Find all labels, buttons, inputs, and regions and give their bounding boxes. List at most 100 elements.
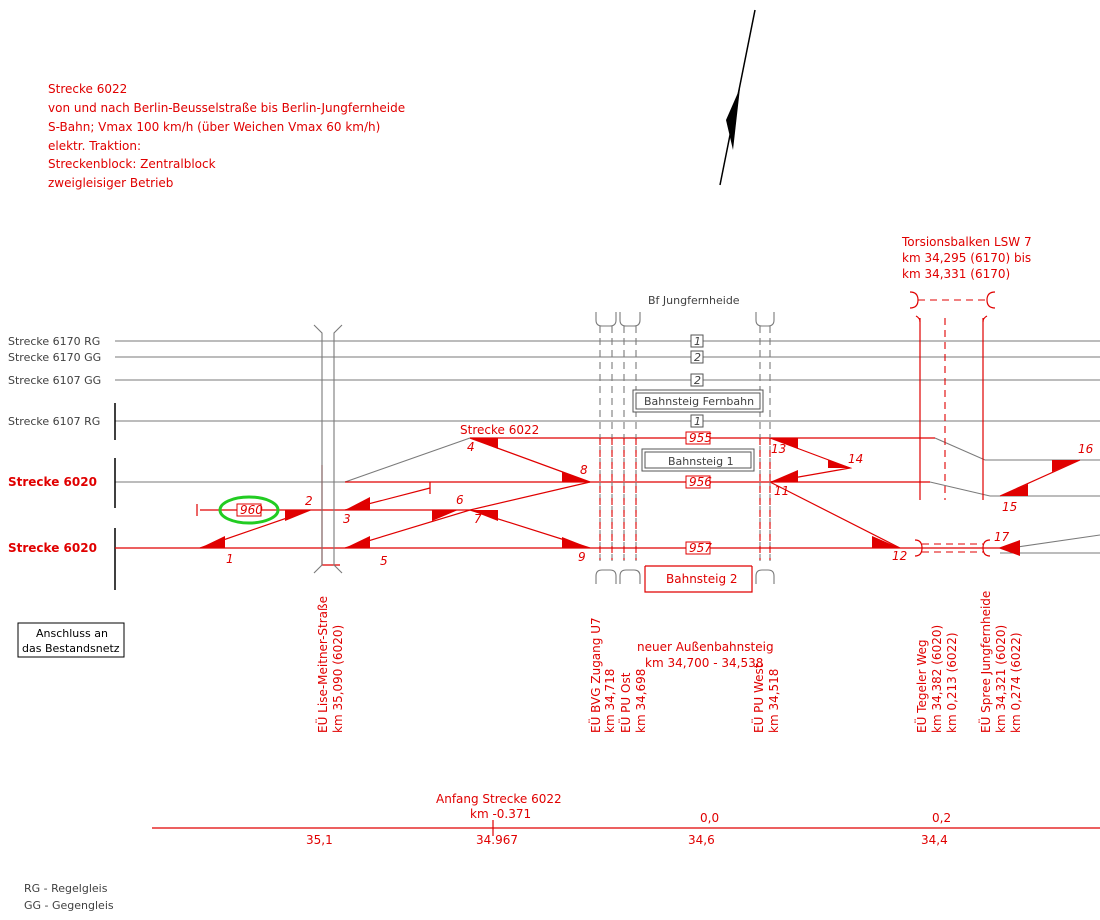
header-line-1: Strecke 6022 xyxy=(48,82,127,96)
track-label-6022: Strecke 6022 xyxy=(460,423,539,437)
switch-marker-1 xyxy=(200,536,225,548)
legend-rg: RG - Regelgleis xyxy=(24,882,108,895)
track-number-1: 1 xyxy=(694,335,701,348)
km-scale: Anfang Strecke 6022 km -0.371 0,0 0,2 35… xyxy=(152,792,1100,847)
switch-marker-17 xyxy=(998,540,1020,556)
switch-marker-7 xyxy=(470,510,498,521)
switch-numbers: 1 2 3 4 5 6 7 8 9 11 12 13 14 15 16 17 xyxy=(226,440,1094,568)
switch-number-6: 6 xyxy=(456,493,464,507)
north-arrow-icon xyxy=(719,9,756,186)
switch-number-11: 11 xyxy=(774,484,789,498)
switch-marker-5 xyxy=(345,536,370,548)
km-bottom-3: 34,4 xyxy=(921,833,948,847)
anfang-line-1: Anfang Strecke 6022 xyxy=(436,792,562,806)
switch-marker-3 xyxy=(345,497,370,510)
platform-fernbahn-label: Bahnsteig Fernbahn xyxy=(644,395,754,408)
torsion-line-2: km 34,295 (6170) bis xyxy=(902,251,1031,265)
km-top-0: 0,0 xyxy=(700,811,719,825)
bridge-puwest-name: EÜ PU West xyxy=(750,663,766,733)
switch-number-15: 15 xyxy=(1002,500,1017,514)
switch-number-7: 7 xyxy=(474,512,482,526)
switch-marker-15 xyxy=(1000,484,1028,496)
station-name: Bf Jungfernheide xyxy=(648,294,740,307)
switch-marker-13 xyxy=(770,438,798,449)
switch-marker-6 xyxy=(432,510,458,521)
bridge-labels: EÜ Lise-Meitner-Straße km 35,090 (6020) … xyxy=(314,591,1023,733)
bridge-puwest-km: km 34,518 xyxy=(767,669,781,733)
switch-number-14: 14 xyxy=(848,452,863,466)
bridge-lines xyxy=(313,291,996,584)
switch-marker-14 xyxy=(828,460,852,468)
anschluss-line-1: Anschluss an xyxy=(36,627,108,640)
bridge-lise-name: EÜ Lise-Meitner-Straße xyxy=(314,596,330,733)
km-bottom-2: 34,6 xyxy=(688,833,715,847)
header-line-5: Streckenblock: Zentralblock xyxy=(48,157,216,171)
switch-number-2: 2 xyxy=(305,494,313,508)
platform-fernbahn-inner xyxy=(635,392,761,410)
anschluss-box: Anschluss an das Bestandsnetz xyxy=(17,622,125,658)
aussenbahnsteig-line-1: neuer Außenbahnsteig xyxy=(637,640,774,654)
bridge-spree-km1: km 34,321 (6020) xyxy=(994,625,1008,733)
bridge-lise-km: km 35,090 (6020) xyxy=(331,625,345,733)
switch-number-1: 1 xyxy=(226,552,234,566)
track-label-6020-lower: Strecke 6020 xyxy=(8,541,97,555)
track-label-6107rg: Strecke 6107 RG xyxy=(8,415,100,428)
switch-marker-4 xyxy=(470,438,498,449)
switch-marker-12 xyxy=(872,536,900,548)
km-bottom-0: 35,1 xyxy=(306,833,333,847)
bridge-tegeler-name: EÜ Tegeler Weg xyxy=(913,640,929,733)
bridge-bvg-name: EÜ BVG Zugang U7 xyxy=(587,617,603,733)
red-tracks xyxy=(115,437,1081,566)
switch-number-8: 8 xyxy=(580,463,588,477)
torsion-line-1: Torsionsbalken LSW 7 xyxy=(901,235,1032,249)
header-line-4: elektr. Traktion: xyxy=(48,139,141,153)
switch-marker-8 xyxy=(562,472,590,482)
switch-number-17: 17 xyxy=(994,530,1010,544)
switch-marker-16 xyxy=(1052,460,1080,472)
km-top-1: 0,2 xyxy=(932,811,951,825)
platform-1-inner xyxy=(644,451,752,469)
switch-number-4: 4 xyxy=(467,440,475,454)
bridge-tegeler-km2: km 0,213 (6022) xyxy=(945,632,959,733)
switch-number-3: 3 xyxy=(343,512,351,526)
switch-number-5: 5 xyxy=(380,554,388,568)
platform-2-label: Bahnsteig 2 xyxy=(666,572,738,586)
bridge-spree-km2: km 0,274 (6022) xyxy=(1009,632,1023,733)
track-number-957: 957 xyxy=(689,541,712,555)
gray-tracks xyxy=(114,340,1100,590)
track-number-2b: 2 xyxy=(694,374,701,387)
header-line-3: S-Bahn; Vmax 100 km/h (über Weichen Vmax… xyxy=(48,120,380,134)
track-label-6107gg: Strecke 6107 GG xyxy=(8,374,101,387)
aussenbahnsteig-line-2: km 34,700 - 34,538 xyxy=(645,656,763,670)
header-block: Strecke 6022 von und nach Berlin-Beussel… xyxy=(48,82,405,190)
track-label-6170gg: Strecke 6170 GG xyxy=(8,351,101,364)
switch-number-13: 13 xyxy=(771,442,786,456)
switch-marker-11 xyxy=(770,470,798,482)
highlight-ellipse xyxy=(218,495,280,525)
bridge-puost-name: EÜ PU Ost xyxy=(617,672,633,733)
bridge-tegeler-km1: km 34,382 (6020) xyxy=(930,625,944,733)
switch-number-9: 9 xyxy=(578,550,586,564)
bridge-puost-km: km 34,698 xyxy=(634,669,648,733)
switch-marker-9 xyxy=(562,537,590,548)
torsion-line-3: km 34,331 (6170) xyxy=(902,267,1010,281)
track-number-960: 960 xyxy=(240,503,263,517)
header-line-6: zweigleisiger Betrieb xyxy=(48,176,173,190)
track-number-boxes: 1 2 2 1 955 956 957 960 xyxy=(218,334,712,555)
track-number-955: 955 xyxy=(689,431,712,445)
km-bottom-1: 34.967 xyxy=(476,833,518,847)
platforms: Bahnsteig Fernbahn Bahnsteig 1 Bahnsteig… xyxy=(632,389,764,593)
switch-markers xyxy=(200,438,1080,556)
platform-1-label: Bahnsteig 1 xyxy=(668,455,734,468)
track-label-6020-upper: Strecke 6020 xyxy=(8,475,97,489)
track-number-1b: 1 xyxy=(694,415,701,428)
bridge-bvg-km: km 34,718 xyxy=(603,669,617,733)
switch-number-16: 16 xyxy=(1078,442,1094,456)
bridge-spree-name: EÜ Spree Jungfernheide xyxy=(977,591,993,733)
legend-gg: GG - Gegengleis xyxy=(24,899,114,912)
track-number-956: 956 xyxy=(689,475,712,489)
track-label-6170rg: Strecke 6170 RG xyxy=(8,335,100,348)
track-number-2: 2 xyxy=(694,351,701,364)
anfang-line-2: km -0.371 xyxy=(470,807,531,821)
